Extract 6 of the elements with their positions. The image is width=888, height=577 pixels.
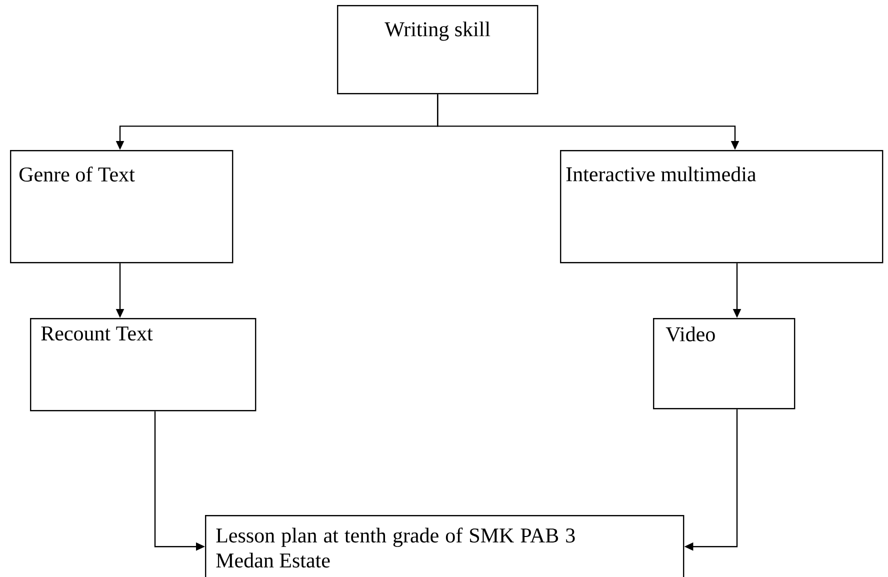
text-box: Interactive multimedia: [560, 150, 884, 264]
text-box: Recount Text: [30, 318, 256, 412]
text-box: Writing skill: [337, 5, 538, 94]
text-box: Genre of Text: [10, 150, 234, 264]
text-box: Video: [653, 318, 796, 410]
text-box: Lesson plan at tenth grade of SMK PAB 3 Medan Estate: [205, 515, 684, 577]
